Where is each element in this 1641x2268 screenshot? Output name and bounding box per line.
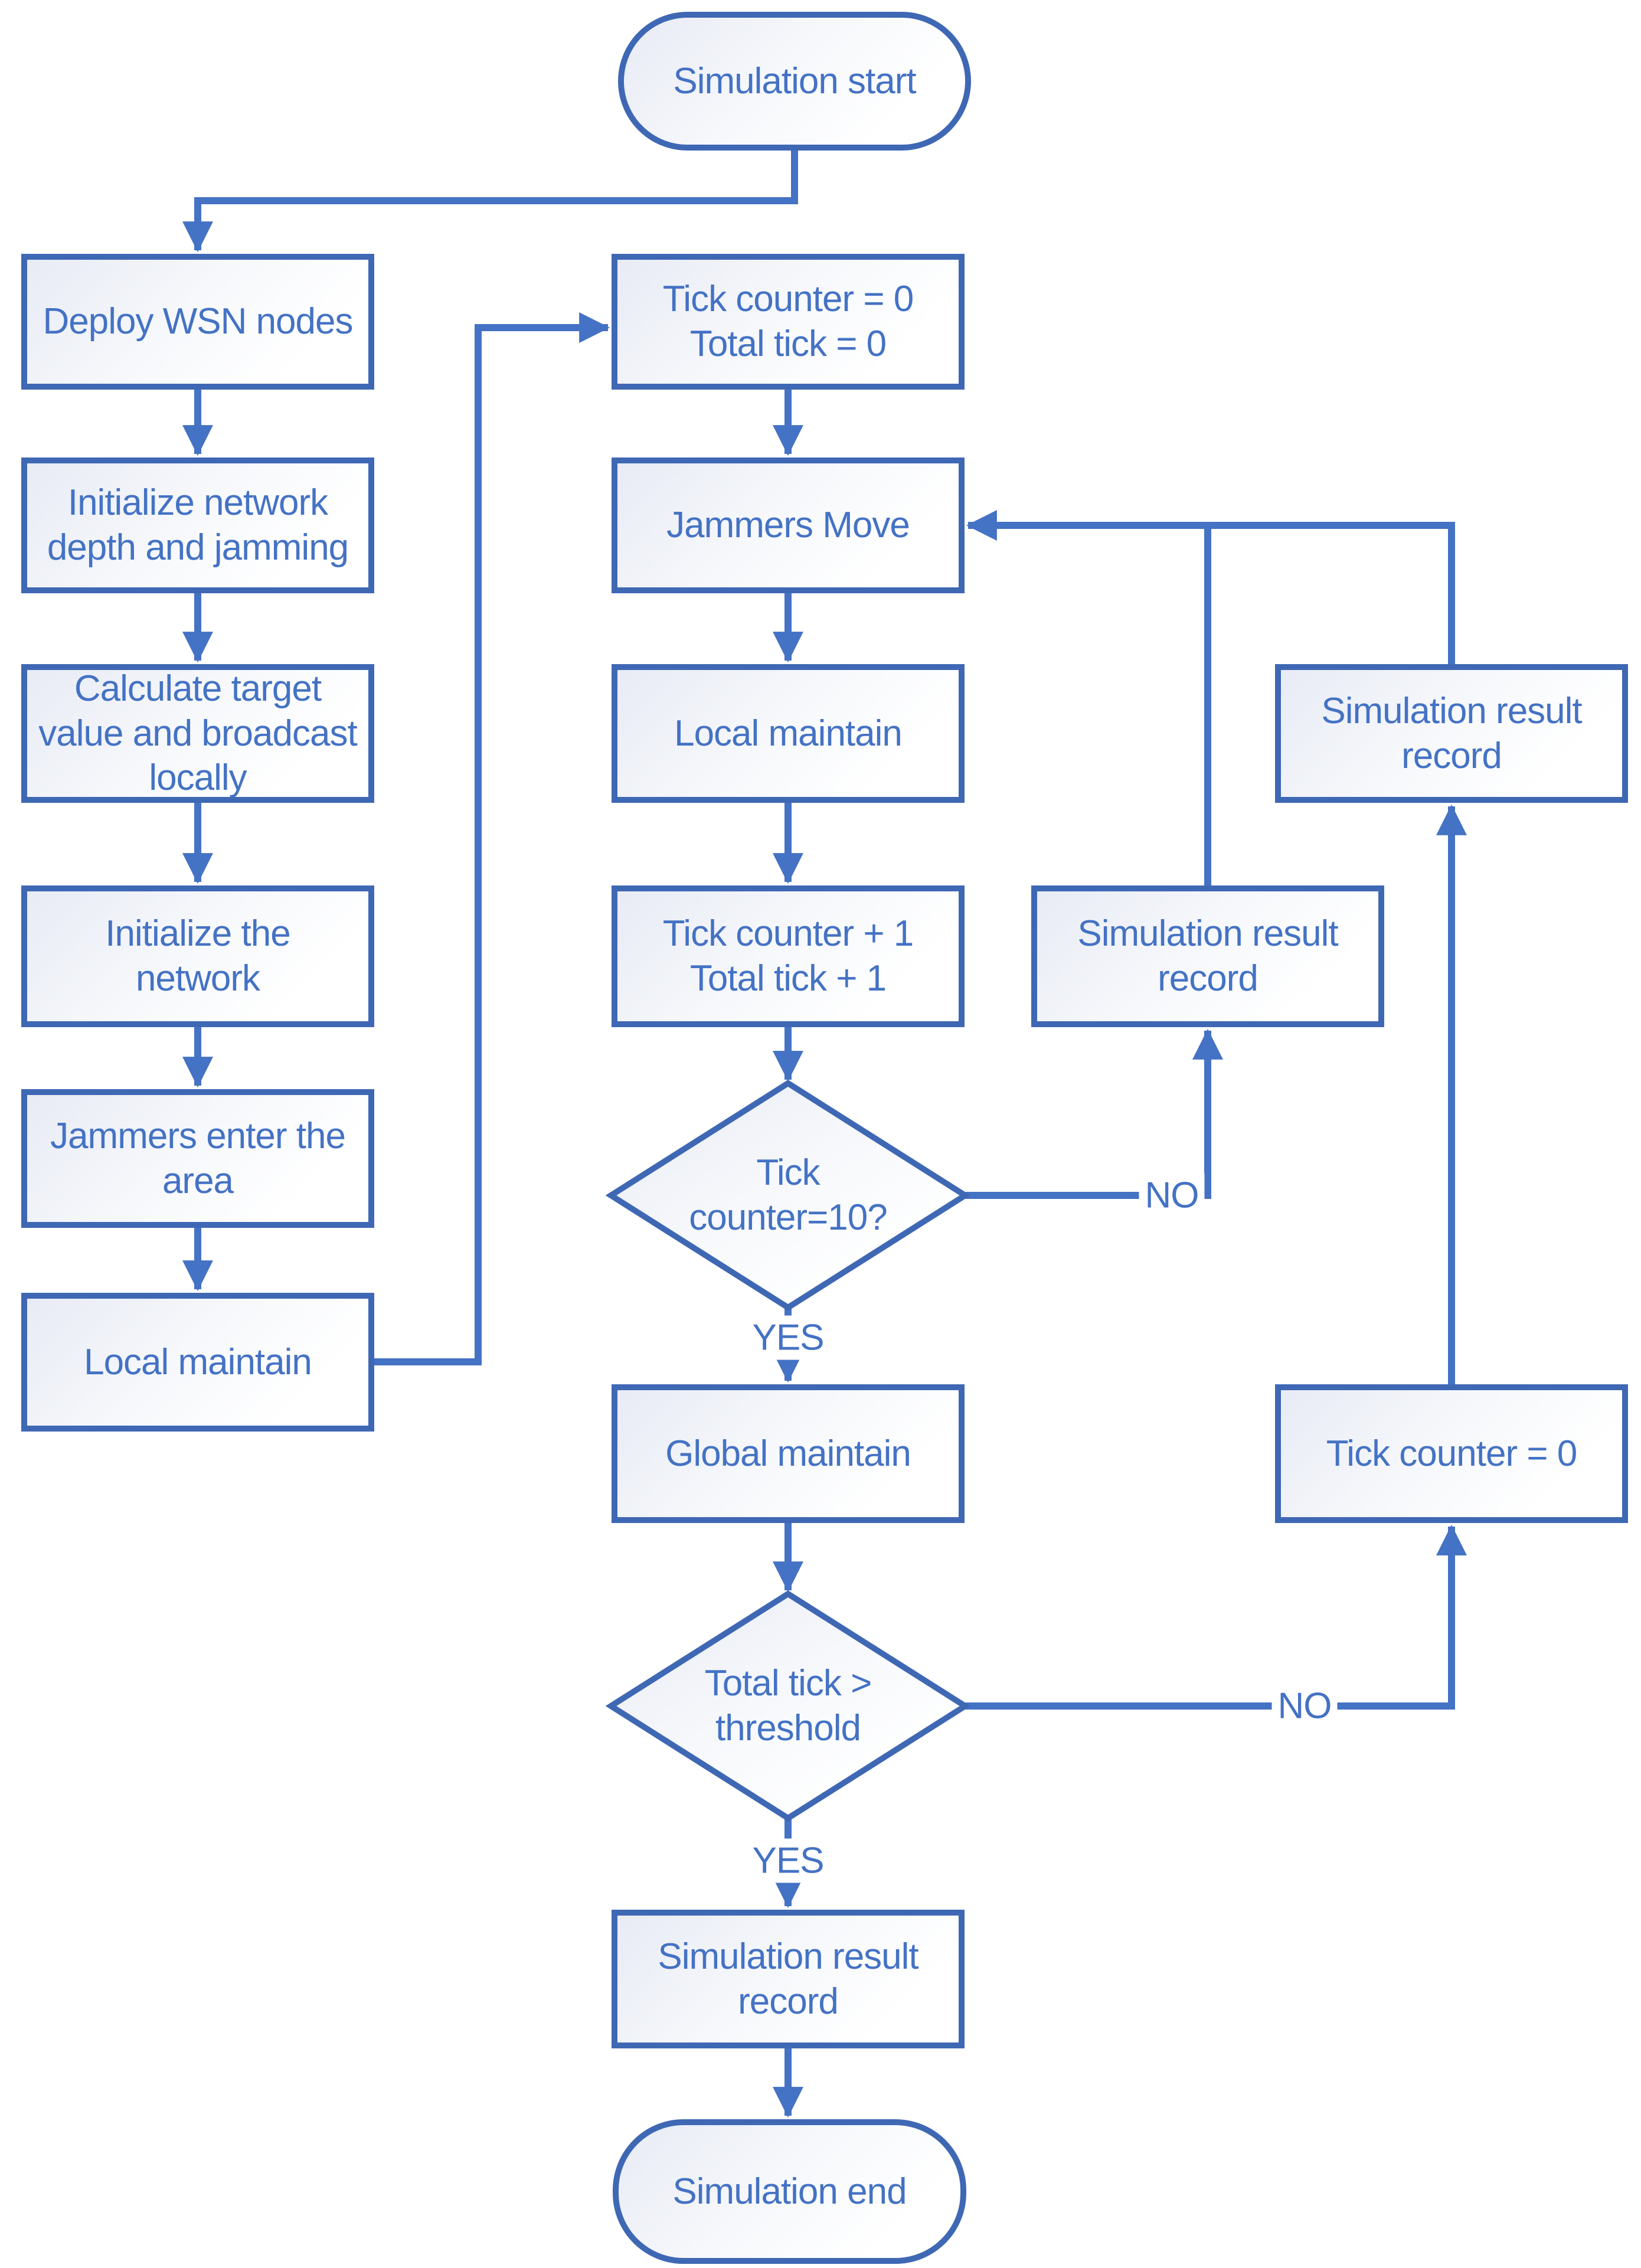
node-simulation-result-record-no: Simulation result record (1031, 885, 1384, 1027)
node-tick-counter-reset-label: Tick counter = 0 Total tick = 0 (662, 279, 914, 364)
node-simulation-result-record-final-label: Simulation result record (658, 1936, 918, 2022)
node-simulation-result-record-no-label: Simulation result record (1077, 913, 1338, 999)
node-tick-counter-increment: Tick counter + 1 Total tick + 1 (612, 885, 965, 1027)
node-tick-counter-increment-label: Tick counter + 1 Total tick + 1 (662, 913, 914, 999)
edge-decisiontotal-no-to-tickresetloop (965, 1524, 1467, 1710)
node-simulation-end-label: Simulation end (672, 2171, 907, 2212)
node-simulation-result-record-loop-label: Simulation result record (1321, 690, 1582, 776)
edge-label-no-total: NO (1271, 1684, 1338, 1728)
edge-start-to-deploy (182, 151, 798, 253)
edge-label-yes-tick: YES (746, 1315, 830, 1360)
edge-label-yes-total: YES (746, 1838, 830, 1883)
node-initialize-network-depth-label: Initialize network depth and jamming (47, 482, 349, 568)
node-tick-counter-reset: Tick counter = 0 Total tick = 0 (612, 254, 965, 390)
decision-tick-counter-diamond (605, 1080, 971, 1311)
node-jammers-move-label: Jammers Move (666, 505, 910, 546)
node-deploy-wsn-nodes-label: Deploy WSN nodes (43, 301, 353, 342)
decision-total-tick-label: Total tick > threshold (704, 1663, 872, 1749)
node-initialize-the-network: Initialize the network (21, 885, 374, 1027)
edge-decisiontick-no-to-recordno (965, 1028, 1223, 1199)
node-local-maintain-1: Local maintain (21, 1293, 374, 1432)
node-jammers-enter-area: Jammers enter the area (21, 1089, 374, 1228)
decision-total-tick-diamond (605, 1590, 971, 1822)
node-calculate-target-value: Calculate target value and broadcast loc… (21, 664, 374, 803)
node-initialize-network-depth: Initialize network depth and jamming (21, 457, 374, 593)
node-simulation-start: Simulation start (618, 12, 971, 151)
node-global-maintain-label: Global maintain (665, 1433, 911, 1474)
node-simulation-result-record-final: Simulation result record (612, 1910, 965, 2048)
edge-localmaintain-to-tickreset (374, 312, 610, 1365)
node-local-maintain-2: Local maintain (612, 664, 965, 803)
node-simulation-start-label: Simulation start (673, 60, 916, 102)
node-global-maintain: Global maintain (612, 1384, 965, 1523)
node-simulation-result-record-loop: Simulation result record (1275, 664, 1628, 803)
node-deploy-wsn-nodes: Deploy WSN nodes (21, 254, 374, 390)
node-local-maintain-2-label: Local maintain (674, 713, 903, 754)
edge-loop-to-jammersmove (966, 510, 1455, 664)
edge-label-no-tick: NO (1139, 1173, 1205, 1218)
decision-tick-counter-label: Tick counter=10? (689, 1152, 887, 1238)
node-local-maintain-1-label: Local maintain (84, 1341, 312, 1383)
node-calculate-target-value-label: Calculate target value and broadcast loc… (38, 668, 357, 799)
node-jammers-enter-area-label: Jammers enter the area (50, 1115, 346, 1201)
node-jammers-move: Jammers Move (612, 457, 965, 593)
node-tick-counter-reset-loop-label: Tick counter = 0 (1326, 1433, 1578, 1474)
node-tick-counter-reset-loop: Tick counter = 0 (1275, 1384, 1628, 1523)
node-initialize-the-network-label: Initialize the network (105, 913, 290, 999)
node-simulation-end: Simulation end (613, 2119, 966, 2264)
